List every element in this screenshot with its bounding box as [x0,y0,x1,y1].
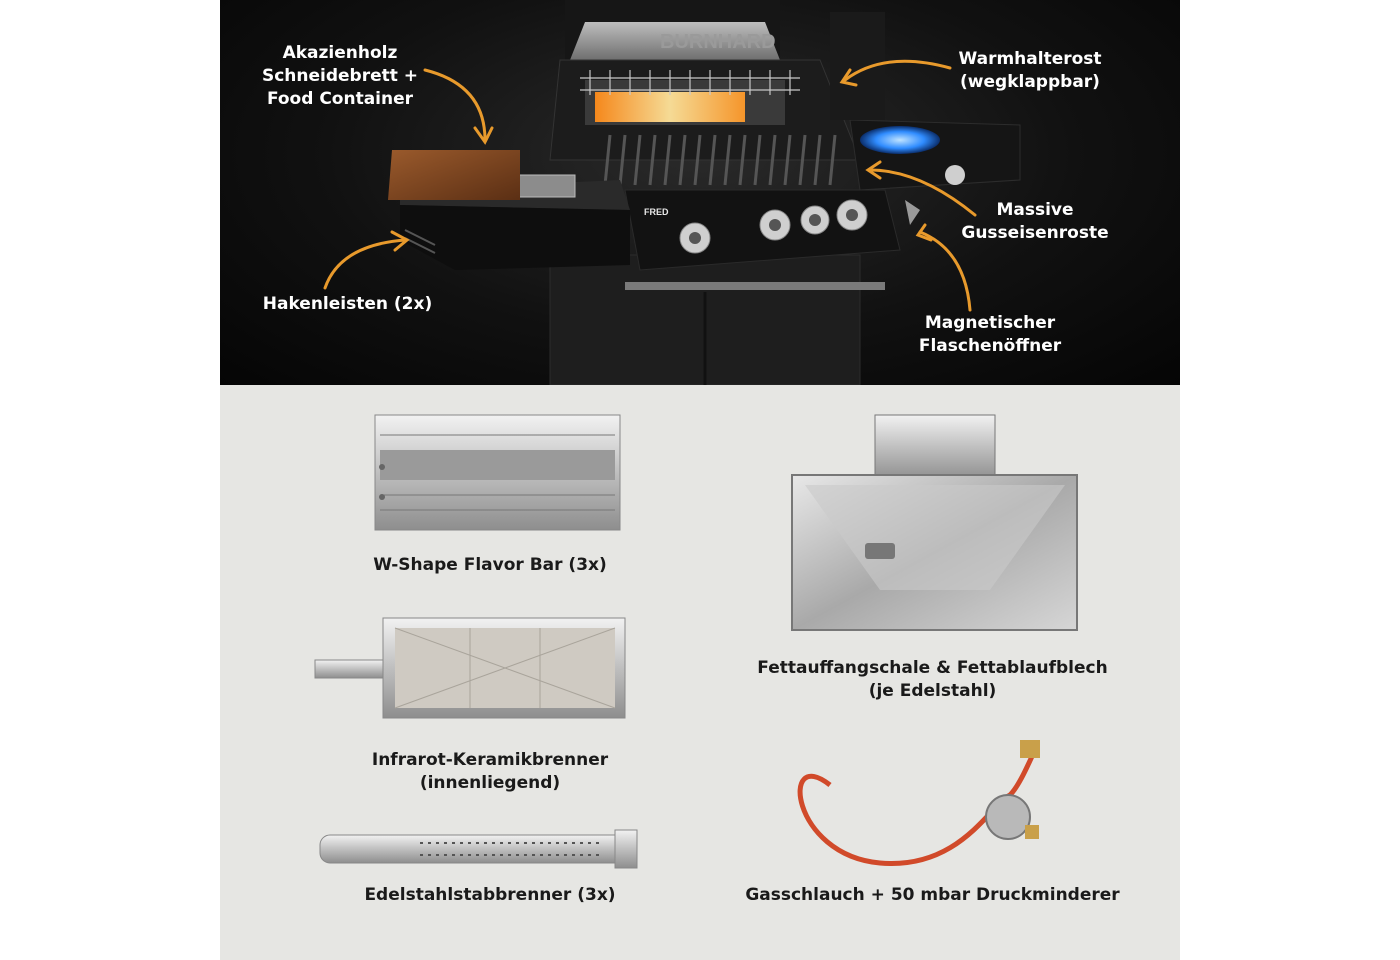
product-infographic: BURNHARD [220,0,1180,960]
caption-flavor-bar: W-Shape Flavor Bar (3x) [373,555,607,575]
gas-hose-image [797,740,1040,866]
caption-tube-burner: Edelstahlstabbrenner (3x) [364,885,616,905]
flavor-bar-image [374,414,621,531]
caption-grease-tray: Fettauffangschale & Fettablaufblech (je … [757,658,1108,701]
callout-hook-rails: Hakenleisten (2x) [262,294,433,314]
hook-rails [404,229,436,254]
tube-burner-image [319,829,638,869]
callout-acacia-board: Akazienholz Schneidebrett + Food Contain… [261,43,419,109]
caption-gas-hose: Gasschlauch + 50 mbar Druckminderer [745,885,1120,905]
included-parts-panel: W-Shape Flavor Bar (3x) Fettauffangschal… [220,385,1180,960]
grill-illustration: BURNHARD [323,0,1021,385]
grill-feature-panel: BURNHARD [220,0,1180,385]
callout-cast-iron-grates: Massive Gusseisenroste [961,200,1109,243]
brand-logo: BURNHARD [660,31,776,53]
infrared-glow [595,92,745,122]
callout-arrows [323,59,977,312]
grease-tray-image [791,414,1078,631]
side-burner-flame [860,126,940,154]
caption-infrared-burner: Infrarot-Keramikbrenner (innenliegend) [371,750,609,793]
acacia-cutting-board [388,150,520,200]
callout-warming-rack: Warmhalterost (wegklappbar) [958,49,1102,92]
callout-bottle-opener: Magnetischer Flaschenöffner [918,313,1062,356]
infrared-burner-image [314,617,626,719]
model-label: FRED [644,207,669,217]
bottle-opener [905,200,920,225]
cast-iron-grates [603,134,837,186]
warming-rack [580,70,800,95]
parts-illustrations [314,414,1078,869]
